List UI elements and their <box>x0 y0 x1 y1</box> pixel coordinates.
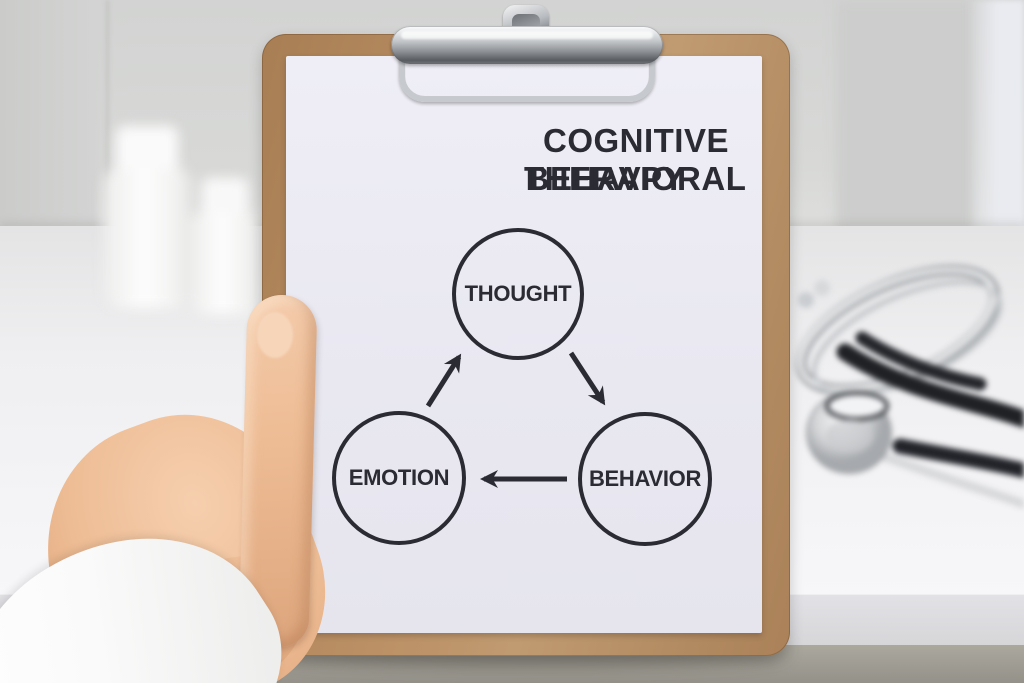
node-emotion-label: EMOTION <box>348 465 450 490</box>
stethoscope-diaphragm <box>825 391 889 421</box>
wall-corner-shade <box>0 0 110 240</box>
title-line-2: THERAPY <box>524 160 686 197</box>
stethoscope-tube <box>892 438 1024 479</box>
stethoscope-eartip <box>798 292 814 308</box>
node-behavior-label: BEHAVIOR <box>588 466 702 491</box>
node-thought-label: THOUGHT <box>464 281 572 306</box>
node-thought: THOUGHT <box>452 228 584 360</box>
pill-bottle-small <box>190 212 260 314</box>
pill-bottle-cap <box>202 178 248 218</box>
thumbnail <box>257 312 293 358</box>
stethoscope-ear-loop <box>795 264 1003 397</box>
title-line-1: COGNITIVE BEHAVIORAL <box>525 122 747 197</box>
node-emotion: EMOTION <box>332 411 466 545</box>
stethoscope-tube <box>836 343 1024 429</box>
stethoscope <box>795 264 1024 510</box>
wall-seam <box>106 0 109 236</box>
stethoscope-tube <box>855 331 987 391</box>
pill-bottles <box>0 0 320 340</box>
clipboard-clip-bar <box>391 26 663 64</box>
stethoscope-chestpiece-detail <box>826 419 874 453</box>
pill-bottle-large <box>104 168 192 308</box>
stethoscope-eartip <box>814 280 830 296</box>
pill-bottle-cap <box>116 126 178 176</box>
wall-highlight <box>966 0 1024 245</box>
clip-highlight <box>401 31 653 39</box>
wall-panel <box>836 0 976 240</box>
stethoscope-stem <box>867 447 1024 510</box>
node-behavior: BEHAVIOR <box>578 412 712 546</box>
diagram-title: COGNITIVE BEHAVIORAL THERAPY <box>300 122 748 197</box>
